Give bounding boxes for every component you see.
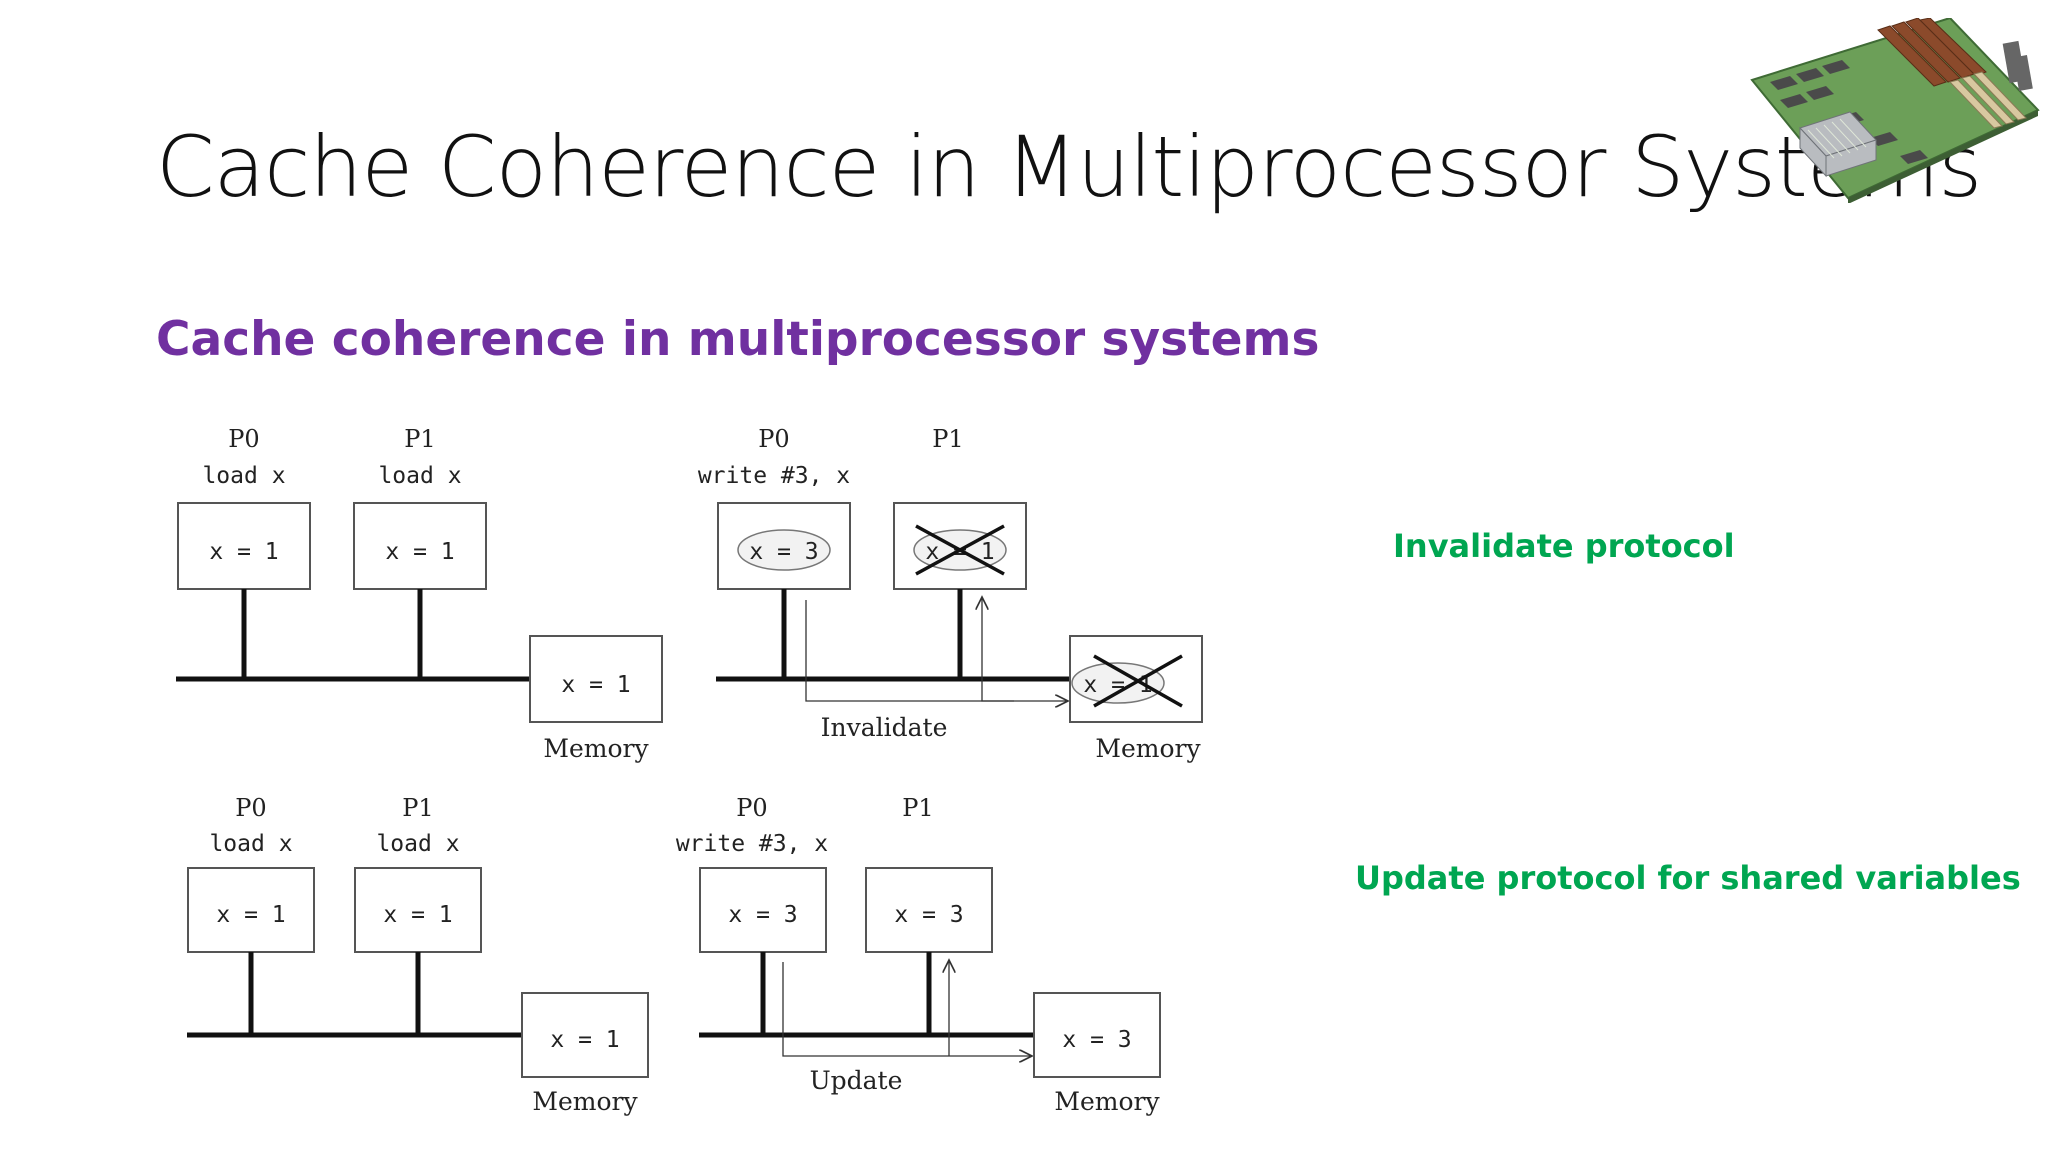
p0-operation: write #3, x [676, 831, 828, 857]
p1-cache-value: x = 1 [925, 539, 994, 565]
p1-operation: load x [376, 831, 459, 857]
memory-value: x = 1 [550, 1027, 619, 1053]
p1-cache-box [353, 502, 487, 590]
memory-label: Memory [1054, 1087, 1160, 1116]
diagram-top-right: P0 P1 write #3, x x = 3 x = 1 Invalidate… [698, 425, 1203, 763]
update-signal-label: Update [810, 1066, 903, 1095]
memory-box [1033, 992, 1161, 1078]
diagram-bottom-left: P0 P1 load x load x x = 1 x = 1 x = 1 Me… [187, 794, 649, 1116]
updated-value-highlight [737, 529, 831, 571]
p1-operation: load x [378, 463, 461, 489]
p1-label: P1 [902, 794, 933, 822]
p0-operation: load x [209, 831, 292, 857]
p1-cache-value: x = 1 [385, 539, 454, 565]
memory-label: Memory [543, 734, 649, 763]
p0-operation: load x [202, 463, 285, 489]
p1-label: P1 [932, 425, 963, 453]
p1-label: P1 [402, 794, 433, 822]
slide-title: Cache Coherence in Multiprocessor System… [156, 118, 1982, 216]
invalidate-protocol-label: Invalidate protocol [1393, 527, 1735, 565]
invalidate-signal-arrow [805, 600, 1068, 701]
memory-value: x = 1 [561, 672, 630, 698]
p0-cache-value: x = 3 [749, 539, 818, 565]
memory-value: x = 3 [1062, 1027, 1131, 1053]
diagram-bottom-right: P0 P1 write #3, x x = 3 x = 3 Update x =… [676, 794, 1161, 1116]
p1-cache-box [865, 867, 993, 953]
update-protocol-label: Update protocol for shared variables [1355, 859, 2021, 897]
p1-label: P1 [404, 425, 435, 453]
motherboard-icon [1750, 18, 2040, 203]
p0-cache-value: x = 1 [216, 902, 285, 928]
slide-subtitle: Cache coherence in multiprocessor system… [156, 312, 1320, 367]
memory-box [529, 635, 663, 723]
update-signal-arrow [782, 962, 1032, 1056]
invalidated-cross-mark [1093, 654, 1183, 708]
diagram-top-left: P0 P1 load x load x x = 1 x = 1 x = 1 Me… [176, 425, 663, 763]
invalidate-signal-label: Invalidate [821, 713, 948, 742]
p0-cache-box [699, 867, 827, 953]
memory-box [521, 992, 649, 1078]
p1-cache-value: x = 1 [383, 902, 452, 928]
p1-cache-value: x = 3 [894, 902, 963, 928]
p0-cache-value: x = 1 [209, 539, 278, 565]
p0-label: P0 [758, 425, 789, 453]
memory-label: Memory [1095, 734, 1201, 763]
p0-operation: write #3, x [698, 463, 850, 489]
p0-label: P0 [736, 794, 767, 822]
p0-cache-value: x = 3 [728, 902, 797, 928]
p0-label: P0 [235, 794, 266, 822]
invalidated-cross-mark [915, 524, 1005, 576]
memory-label: Memory [532, 1087, 638, 1116]
p0-cache-box [177, 502, 311, 590]
p0-label: P0 [228, 425, 259, 453]
